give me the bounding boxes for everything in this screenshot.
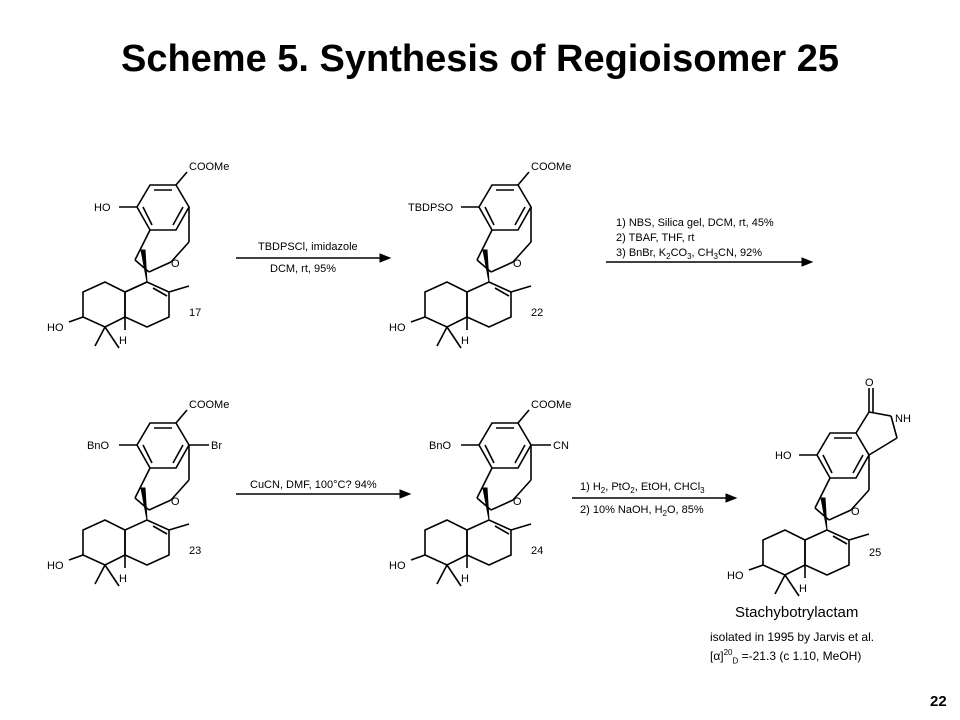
c23-coome: COOMe <box>189 399 229 411</box>
reaction-2-step-1: 1) NBS, Silica gel, DCM, rt, 45% <box>616 217 774 229</box>
c24-number: 24 <box>531 545 543 557</box>
reaction-4-step-2: 2) 10% NaOH, H2O, 85% <box>580 504 704 518</box>
c17-coome: COOMe <box>189 161 229 173</box>
c23-number: 23 <box>189 545 201 557</box>
c24-bno-label: BnO <box>429 440 451 452</box>
c22-tbdpso-label: TBDPSO <box>408 202 454 214</box>
c22-ring-o: O <box>513 258 522 270</box>
c25-lactam-o: O <box>865 377 874 389</box>
compound-22: COOMe TBDPSO O HO H 22 <box>389 161 571 349</box>
c24-coome: COOMe <box>531 399 571 411</box>
c25-ring-o: O <box>851 506 860 518</box>
reaction-4-step-1: 1) H2, PtO2, EtOH, CHCl3 <box>580 481 705 495</box>
c23-hydrogen: H <box>119 573 127 585</box>
c25-number: 25 <box>869 547 881 559</box>
natural-product-name: Stachybotrylactam <box>735 604 859 621</box>
c22-hydrogen: H <box>461 335 469 347</box>
reaction-3-conditions: CuCN, DMF, 100°C? 94% <box>250 479 377 491</box>
c24-cn-label: CN <box>553 440 569 452</box>
reaction-arrow-1: TBDPSCl, imidazole DCM, rt, 95% <box>236 241 392 275</box>
reaction-2-step-2: 2) TBAF, THF, rt <box>616 232 694 244</box>
c24-hydroxyl: HO <box>389 560 406 572</box>
reaction-arrow-2: 1) NBS, Silica gel, DCM, rt, 45% 2) TBAF… <box>606 217 814 267</box>
reaction-2-step-3: 3) BnBr, K2CO3, CH3CN, 92% <box>616 247 762 261</box>
c17-number: 17 <box>189 307 201 319</box>
reaction-arrow-3: CuCN, DMF, 100°C? 94% <box>236 479 412 499</box>
slide-title: Scheme 5. Synthesis of Regioisomer 25 <box>120 38 840 80</box>
c22-hydroxyl: HO <box>389 322 406 334</box>
c23-ring-o: O <box>171 496 180 508</box>
compound-24: COOMe BnO CN O HO H 24 <box>389 399 571 587</box>
c24-ring-o: O <box>513 496 522 508</box>
reaction-1-conditions: DCM, rt, 95% <box>270 263 336 275</box>
c17-hydroxyl: HO <box>47 322 64 334</box>
c25-nh: NH <box>895 413 911 425</box>
c17-ring-o: O <box>171 258 180 270</box>
reaction-1-reagents: TBDPSCl, imidazole <box>258 241 358 253</box>
compound-23: COOMe BnO Br O HO H 23 <box>47 399 229 587</box>
reaction-arrow-4: 1) H2, PtO2, EtOH, CHCl3 2) 10% NaOH, H2… <box>572 481 738 518</box>
c22-coome: COOMe <box>531 161 571 173</box>
page-number: 22 <box>930 693 947 710</box>
c23-br-label: Br <box>211 440 222 452</box>
c22-number: 22 <box>531 307 543 319</box>
optical-rotation: [α]20D =-21.3 (c 1.10, MeOH) <box>710 648 862 666</box>
compound-17: COOMe HO O HO H 17 <box>47 161 229 349</box>
compound-25: O NH HO O HO H 25 <box>727 377 911 597</box>
c23-bno-label: BnO <box>87 440 109 452</box>
c17-hydrogen: H <box>119 335 127 347</box>
c23-hydroxyl: HO <box>47 560 64 572</box>
c24-hydrogen: H <box>461 573 469 585</box>
c17-ho-label: HO <box>94 202 111 214</box>
c25-ho-label: HO <box>775 450 792 462</box>
c25-hydrogen: H <box>799 583 807 595</box>
isolation-note: isolated in 1995 by Jarvis et al. <box>710 630 875 644</box>
c25-hydroxyl: HO <box>727 570 744 582</box>
